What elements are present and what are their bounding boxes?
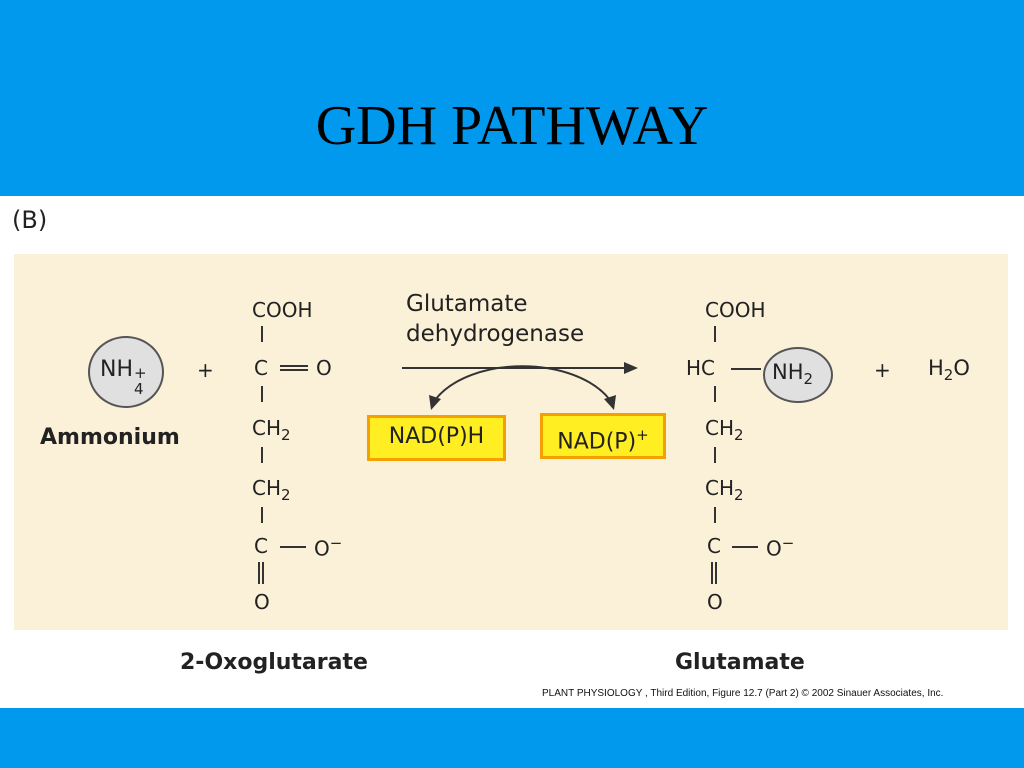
oxoglutarate-bond-1 [261, 326, 263, 342]
nadp-charge: + [636, 426, 649, 444]
glutamate-ch2-a: CH2 [705, 418, 744, 443]
glutamate-sub-a: 2 [734, 426, 744, 444]
ammonium-charge: + [134, 364, 147, 382]
glutamate-label: Glutamate [675, 650, 805, 675]
glutamate-o: O [766, 536, 782, 561]
glutamate-hc: HC [686, 356, 716, 380]
oxoglutarate-ch-a: CH [252, 416, 282, 440]
glutamate-bottom-double-bond [711, 562, 717, 584]
oxoglutarate-o: O [314, 536, 330, 561]
water-sub: 2 [943, 366, 954, 385]
oxoglutarate-ch-b: CH [252, 476, 282, 500]
panel-label: (B) [12, 206, 48, 234]
plus-sign-2: + [874, 358, 891, 382]
glutamate-nh-sub: 2 [803, 370, 814, 389]
oxoglutarate-cooh: COOH [252, 298, 313, 322]
oxoglutarate-c-carboxylate: C [254, 534, 268, 558]
oxoglutarate-c-keto: C [254, 356, 268, 380]
nadp-text: NAD(P) [557, 429, 637, 455]
cofactor-arrow-head-right [604, 395, 616, 410]
glutamate-sub-b: 2 [734, 486, 744, 504]
ammonium-label: Ammonium [40, 425, 180, 450]
glutamate-o-minus: O− [766, 536, 794, 559]
main-arrow-head [624, 362, 638, 374]
title-band [0, 0, 1024, 196]
glutamate-charge: − [781, 534, 795, 552]
plus-sign-1: + [197, 358, 214, 382]
water-o: O [953, 356, 970, 380]
glutamate-bond-2 [714, 386, 716, 402]
oxoglutarate-bottom-double-bond [258, 562, 264, 584]
footer-band [0, 708, 1024, 768]
glutamate-single-bond-o [732, 546, 758, 548]
oxoglutarate-sub-b: 2 [281, 486, 291, 504]
glutamate-ch-b: CH [705, 476, 735, 500]
glutamate-amine-bond [731, 368, 761, 370]
figure-credit: PLANT PHYSIOLOGY , Third Edition, Figure… [542, 688, 944, 699]
oxoglutarate-bond-3 [261, 447, 263, 463]
oxoglutarate-sub-a: 2 [281, 426, 291, 444]
water-h: H [928, 356, 944, 380]
oxoglutarate-o-keto: O [316, 356, 332, 380]
glutamate-cooh: COOH [705, 298, 766, 322]
water-formula: H2O [928, 358, 970, 383]
oxoglutarate-single-bond-o [280, 546, 306, 548]
ammonium-nh: NH [100, 357, 133, 382]
ammonium-formula: NH+4 [100, 357, 147, 397]
slide-title: GDH PATHWAY [315, 95, 709, 157]
oxoglutarate-charge: − [329, 534, 343, 552]
glutamate-o-bottom: O [707, 590, 723, 614]
oxoglutarate-bond-4 [261, 507, 263, 523]
glutamate-bond-1 [714, 326, 716, 342]
glutamate-c-carboxylate: C [707, 534, 721, 558]
enzyme-label-line1: Glutamate [406, 291, 528, 317]
oxoglutarate-label: 2-Oxoglutarate [180, 650, 368, 675]
cofactor-curved-arrow [434, 365, 611, 401]
oxoglutarate-o-minus: O− [314, 536, 342, 559]
enzyme-label-line2: dehydrogenase [406, 321, 585, 347]
oxoglutarate-bond-2 [261, 386, 263, 402]
glutamate-ch-a: CH [705, 416, 735, 440]
amine-circle [763, 347, 833, 403]
reaction-panel [14, 254, 1008, 630]
oxoglutarate-o-bottom: O [254, 590, 270, 614]
cofactor-nadph: NAD(P)H [367, 415, 506, 461]
glutamate-nh2: NH2 [772, 362, 813, 387]
ammonium-subscript: 4 [134, 380, 144, 398]
glutamate-ch2-b: CH2 [705, 478, 744, 503]
glutamate-bond-3 [714, 447, 716, 463]
oxoglutarate-ch2-a: CH2 [252, 418, 291, 443]
cofactor-nadp-plus: NAD(P)+ [540, 413, 666, 459]
oxoglutarate-ch2-b: CH2 [252, 478, 291, 503]
oxoglutarate-keto-double-bond [280, 365, 308, 371]
glutamate-bond-4 [714, 507, 716, 523]
ammonium-circle [88, 336, 164, 408]
glutamate-nh: NH [772, 360, 804, 384]
cofactor-arrow-head-left [429, 395, 441, 410]
